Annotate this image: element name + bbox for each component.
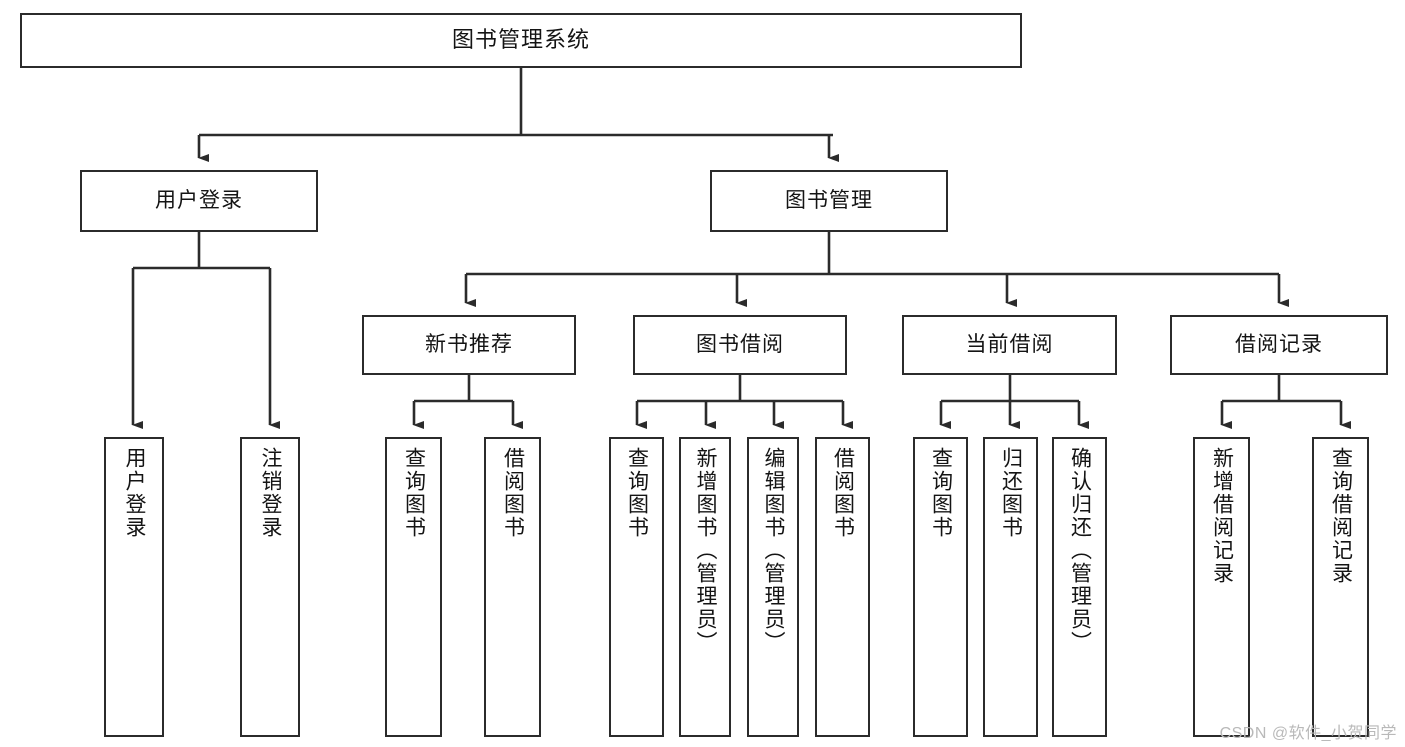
node-borrow-record[interactable]: 借阅记录 — [1170, 315, 1388, 375]
leaf-label: 新增借阅记录 — [1210, 447, 1234, 585]
leaf-label: 借阅图书 — [501, 447, 525, 539]
node-root-system[interactable]: 图书管理系统 — [20, 13, 1022, 68]
leaf-borrow-record-add[interactable]: 新增借阅记录 — [1193, 437, 1250, 737]
node-current-borrow[interactable]: 当前借阅 — [902, 315, 1117, 375]
leaf-current-borrow-confirm-return[interactable]: 确认归还（管理员） — [1052, 437, 1107, 737]
leaf-label: 借阅图书 — [831, 447, 855, 539]
leaf-label: 注销登录 — [259, 447, 283, 539]
leaf-book-borrow-query[interactable]: 查询图书 — [609, 437, 664, 737]
leaf-label: 查询图书 — [625, 447, 649, 539]
leaf-label: 编辑图书（管理员） — [762, 447, 786, 654]
node-book-management[interactable]: 图书管理 — [710, 170, 948, 232]
leaf-borrow-record-query[interactable]: 查询借阅记录 — [1312, 437, 1369, 737]
leaf-book-borrow-edit[interactable]: 编辑图书（管理员） — [747, 437, 799, 737]
leaf-label: 用户登录 — [123, 447, 147, 539]
leaf-book-borrow-borrow[interactable]: 借阅图书 — [815, 437, 870, 737]
csdn-watermark: CSDN @软件_小贺同学 — [1219, 725, 1397, 742]
leaf-current-borrow-query[interactable]: 查询图书 — [913, 437, 968, 737]
leaf-label: 确认归还（管理员） — [1068, 447, 1092, 654]
leaf-label: 归还图书 — [999, 447, 1023, 539]
leaf-label: 查询借阅记录 — [1329, 447, 1353, 585]
leaf-user-login-login[interactable]: 用户登录 — [104, 437, 164, 737]
leaf-user-login-logout[interactable]: 注销登录 — [240, 437, 300, 737]
leaf-label: 查询图书 — [929, 447, 953, 539]
leaf-new-book-borrow[interactable]: 借阅图书 — [484, 437, 541, 737]
node-book-borrow[interactable]: 图书借阅 — [633, 315, 847, 375]
node-new-book-recommend[interactable]: 新书推荐 — [362, 315, 576, 375]
leaf-new-book-query[interactable]: 查询图书 — [385, 437, 442, 737]
leaf-current-borrow-return[interactable]: 归还图书 — [983, 437, 1038, 737]
node-user-login[interactable]: 用户登录 — [80, 170, 318, 232]
leaf-label: 查询图书 — [402, 447, 426, 539]
leaf-label: 新增图书（管理员） — [694, 447, 718, 654]
leaf-book-borrow-add[interactable]: 新增图书（管理员） — [679, 437, 731, 737]
